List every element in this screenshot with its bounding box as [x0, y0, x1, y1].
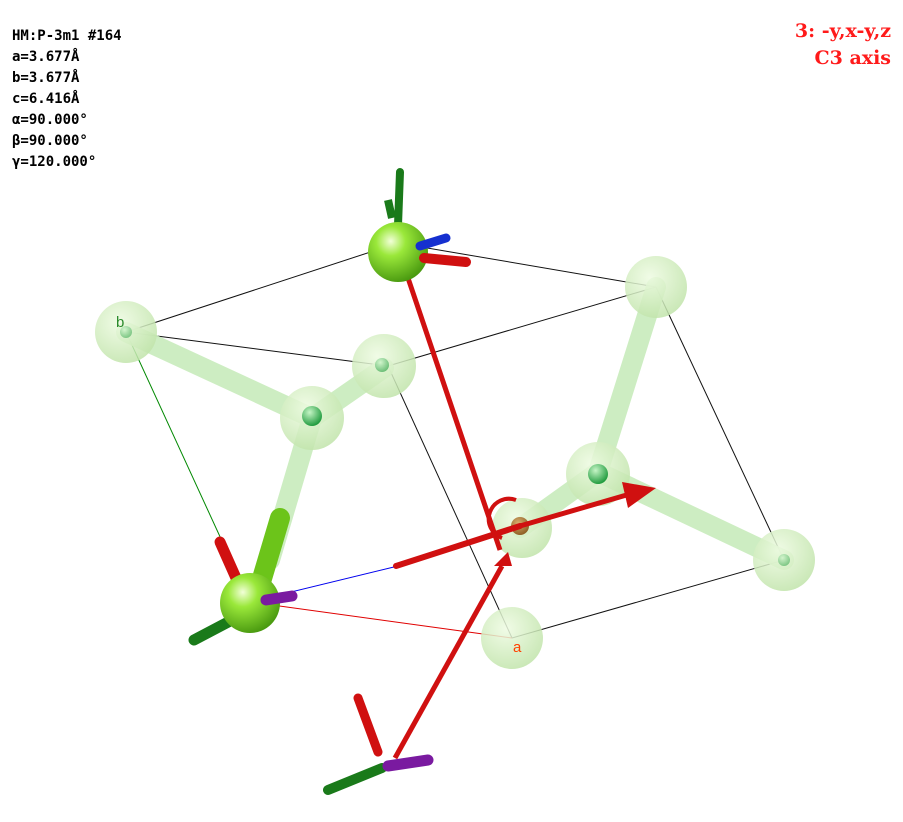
main-atom-bottom [188, 536, 298, 646]
cell-param-alpha: α=90.000° [12, 112, 88, 128]
cell-param-c: c=6.416Å [12, 91, 80, 107]
unit-cell-info: HM:P-3m1 #164 a=3.677Å b=3.677Å c=6.416Å… [12, 26, 122, 173]
main-atom-top [368, 168, 471, 282]
cell-param-b: b=3.677Å [12, 70, 80, 86]
symmetry-element-label: C3 axis [814, 47, 891, 69]
inner-atoms [120, 326, 790, 566]
symmetry-arrows [392, 277, 656, 760]
ghost-atoms [95, 256, 815, 669]
cell-param-a: a=3.677Å [12, 49, 80, 65]
symmetry-operation-info: 3: -y,x-y,z C3 axis [795, 18, 891, 72]
unit-cell-edges [125, 242, 785, 639]
cell-param-beta: β=90.000° [12, 133, 88, 149]
cell-param-gamma: γ=120.000° [12, 154, 97, 170]
axis-origin-marker [323, 693, 434, 795]
cell-axis-a-line [249, 601, 513, 639]
axis-label-a: a [513, 639, 522, 656]
space-group-label: HM:P-3m1 #164 [12, 28, 122, 44]
axis-label-b: b [116, 314, 124, 331]
symmetry-operation-label: 3: -y,x-y,z [794, 20, 891, 42]
